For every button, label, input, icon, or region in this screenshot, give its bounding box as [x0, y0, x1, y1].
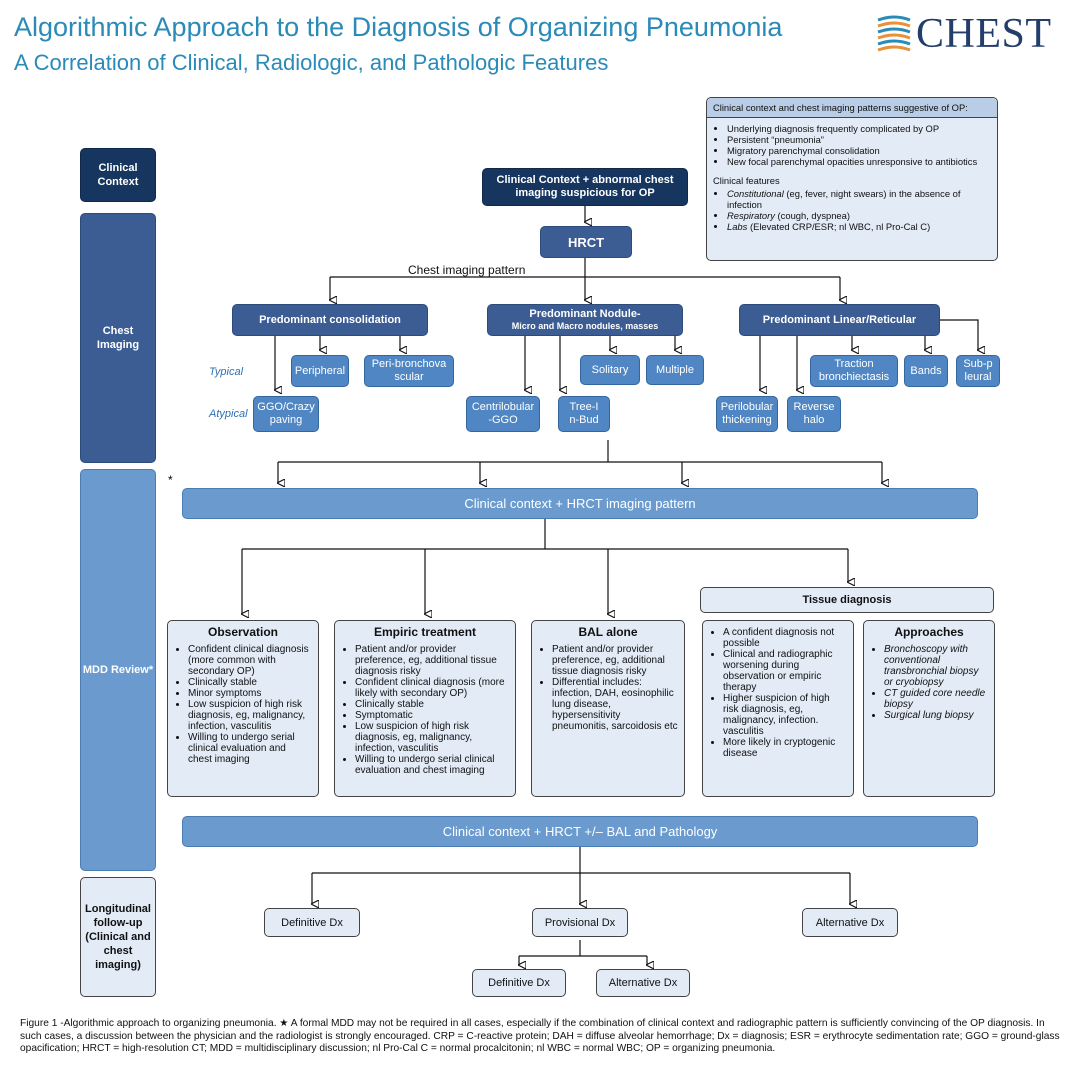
definitive-dx-node-2: Definitive Dx [472, 969, 566, 997]
reverse-halo-node: Reverse halo [787, 396, 841, 432]
chest-logo: CHEST [874, 11, 1066, 57]
list-item: Willing to undergo serial clinical evalu… [355, 754, 509, 776]
page-subtitle: A Correlation of Clinical, Radiologic, a… [14, 50, 609, 75]
logo-wordmark: CHEST [916, 11, 1052, 57]
list-item: Higher suspicion of high risk diagnosis,… [723, 693, 847, 737]
list-item: Clinically stable [355, 699, 509, 710]
tissue-panel: A confident diagnosis not possible Clini… [702, 620, 854, 797]
typical-label: Typical [209, 366, 244, 378]
centrilobular-node: Centrilobular-GGO [466, 396, 540, 432]
traction-node: Traction bronchiectasis [810, 355, 898, 387]
empiric-title: Empiric treatment [373, 625, 477, 639]
list-item: Clinical and radiographic worsening duri… [723, 649, 847, 693]
empiric-panel: Empiric treatment Patient and/or provide… [334, 620, 516, 797]
list-item: Surgical lung biopsy [884, 710, 988, 721]
provisional-dx-node: Provisional Dx [532, 908, 628, 937]
info-item: Migratory parenchymal consolidation [727, 145, 991, 156]
list-item: Patient and/or provider preference, eg, … [355, 644, 509, 677]
feature-item: Constitutional (eg, fever, night swears)… [727, 188, 991, 210]
list-item: Willing to undergo serial clinical evalu… [188, 732, 312, 765]
list-item: Low suspicion of high risk diagnosis, eg… [188, 699, 312, 732]
hrct-node: HRCT [540, 226, 632, 258]
info-item: Underlying diagnosis frequently complica… [727, 123, 991, 134]
bal-panel: BAL alone Patient and/or provider prefer… [531, 620, 685, 797]
side-label-clinical-context: Clinical Context [80, 148, 156, 202]
list-item: Bronchoscopy with conventional transbron… [884, 644, 988, 688]
page-title: Algorithmic Approach to the Diagnosis of… [14, 12, 783, 42]
alternative-dx-node-2: Alternative Dx [596, 969, 690, 997]
info-box-heading: Clinical context and chest imaging patte… [707, 98, 997, 118]
feature-item: Labs (Elevated CRP/ESR; nl WBC, nl Pro-C… [727, 221, 991, 232]
tissue-diagnosis-node: Tissue diagnosis [700, 587, 994, 613]
peripheral-node: Peripheral [291, 355, 349, 387]
ggo-crazy-node: GGO/Crazy paving [253, 396, 319, 432]
info-box-list: Underlying diagnosis frequently complica… [713, 123, 991, 167]
info-item: Persistent “pneumonia” [727, 134, 991, 145]
subpleural-node: Sub-pleural [956, 355, 1000, 387]
tree-in-bud-node: Tree-In-Bud [558, 396, 610, 432]
peribronchovascular-node: Peri-bronchovascular [364, 355, 454, 387]
atypical-label: Atypical [209, 408, 248, 420]
side-label-mdd-review: MDD Review* [80, 469, 156, 871]
list-item: Confident clinical diagnosis (more commo… [188, 644, 312, 677]
mdd-bar: Clinical context + HRCT imaging pattern [182, 488, 978, 519]
pattern-label: Chest imaging pattern [408, 263, 526, 277]
list-item: Minor symptoms [188, 688, 312, 699]
linear-node: Predominant Linear/Reticular [739, 304, 940, 336]
nodule-node: Predominant Nodule- Micro and Macro nodu… [487, 304, 683, 336]
list-item: Confident clinical diagnosis (more likel… [355, 677, 509, 699]
list-item: Patient and/or provider preference, eg, … [552, 644, 678, 677]
pathology-bar: Clinical context + HRCT +/– BAL and Path… [182, 816, 978, 847]
list-item: More likely in cryptogenic disease [723, 737, 847, 759]
start-node: Clinical Context + abnormal chest imagin… [482, 168, 688, 206]
clinical-features-heading: Clinical features [713, 175, 780, 186]
bands-node: Bands [904, 355, 948, 387]
observation-panel: Observation Confident clinical diagnosis… [167, 620, 319, 797]
chest-logo-icon [877, 15, 911, 52]
solitary-node: Solitary [580, 355, 640, 385]
list-item: CT guided core needle biopsy [884, 688, 988, 710]
side-label-chest-imaging: Chest Imaging [80, 213, 156, 463]
bal-title: BAL alone [578, 625, 638, 639]
list-item: A confident diagnosis not possible [723, 627, 847, 649]
approaches-title: Approaches [894, 625, 964, 639]
list-item: Symptomatic [355, 710, 509, 721]
definitive-dx-node: Definitive Dx [264, 908, 360, 937]
feature-item: Respiratory (cough, dyspnea) [727, 210, 991, 221]
list-item: Differential includes: infection, DAH, e… [552, 677, 678, 732]
info-box: Clinical context and chest imaging patte… [706, 97, 998, 261]
list-item: Clinically stable [188, 677, 312, 688]
approaches-panel: Approaches Bronchoscopy with conventiona… [863, 620, 995, 797]
clinical-features-list: Constitutional (eg, fever, night swears)… [713, 188, 991, 232]
observation-title: Observation [207, 625, 279, 639]
side-label-longitudinal: Longitudinal follow-up (Clinical and che… [80, 877, 156, 997]
figure-caption: Figure 1 -Algorithmic approach to organi… [20, 1018, 1060, 1054]
multiple-node: Multiple [646, 355, 704, 385]
list-item: Low suspicion of high risk diagnosis, eg… [355, 721, 509, 754]
asterisk-mark: * [168, 473, 173, 487]
info-item: New focal parenchymal opacities unrespon… [727, 156, 991, 167]
alternative-dx-node: Alternative Dx [802, 908, 898, 937]
perilobular-node: Perilobular thickening [716, 396, 778, 432]
consolidation-node: Predominant consolidation [232, 304, 428, 336]
